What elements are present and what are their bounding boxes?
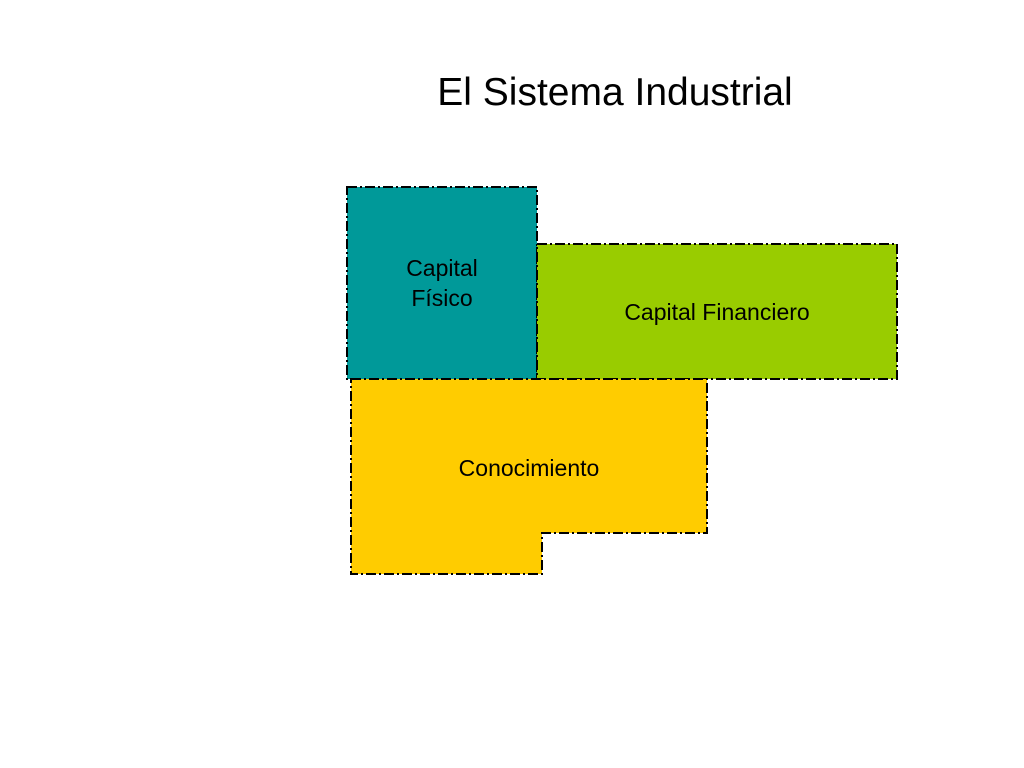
conocimiento-block — [350, 378, 708, 575]
capital-financiero-label: Capital Financiero — [624, 299, 810, 325]
capital-fisico-block — [346, 186, 538, 380]
capital-fisico-label: Capital Físico — [406, 255, 478, 311]
conocimiento-label: Conocimiento — [458, 455, 600, 481]
slide-title: El Sistema Industrial — [437, 71, 793, 114]
capital-financiero-block — [536, 243, 898, 380]
